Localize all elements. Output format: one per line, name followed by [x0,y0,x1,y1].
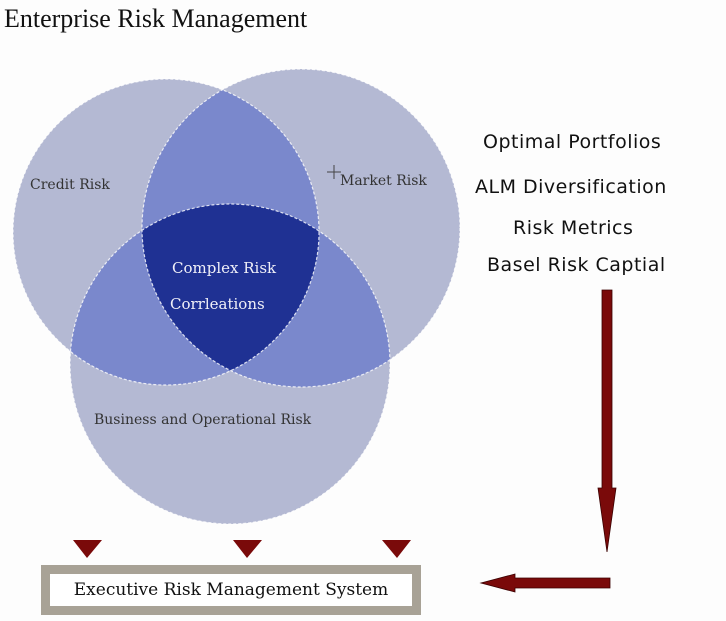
down-triangle-icon [382,540,411,558]
left-arrow-icon [479,573,611,593]
side-item-basel-risk-capital: Basel Risk Captial [487,254,666,276]
down-triangle-icon [73,540,102,558]
business-risk-label: Business and Operational Risk [94,412,312,428]
page-title: Enterprise Risk Management [4,4,308,33]
executive-risk-management-label: Executive Risk Management System [73,580,389,600]
credit-risk-label: Credit Risk [30,177,110,193]
side-item-risk-metrics: Risk Metrics [513,217,634,239]
center-label-line1: Complex Risk [172,259,277,277]
down-triangle-icon [233,540,262,558]
market-risk-label: Market Risk [340,173,427,189]
executive-risk-management-box: Executive Risk Management System [41,565,421,615]
center-label-line2: Corrleations [170,295,265,313]
side-item-alm-diversification: ALM Diversification [475,176,667,198]
down-arrow-icon [597,289,617,553]
side-item-optimal-portfolios: Optimal Portfolios [483,131,662,153]
crosshair-cursor-icon [327,165,341,179]
